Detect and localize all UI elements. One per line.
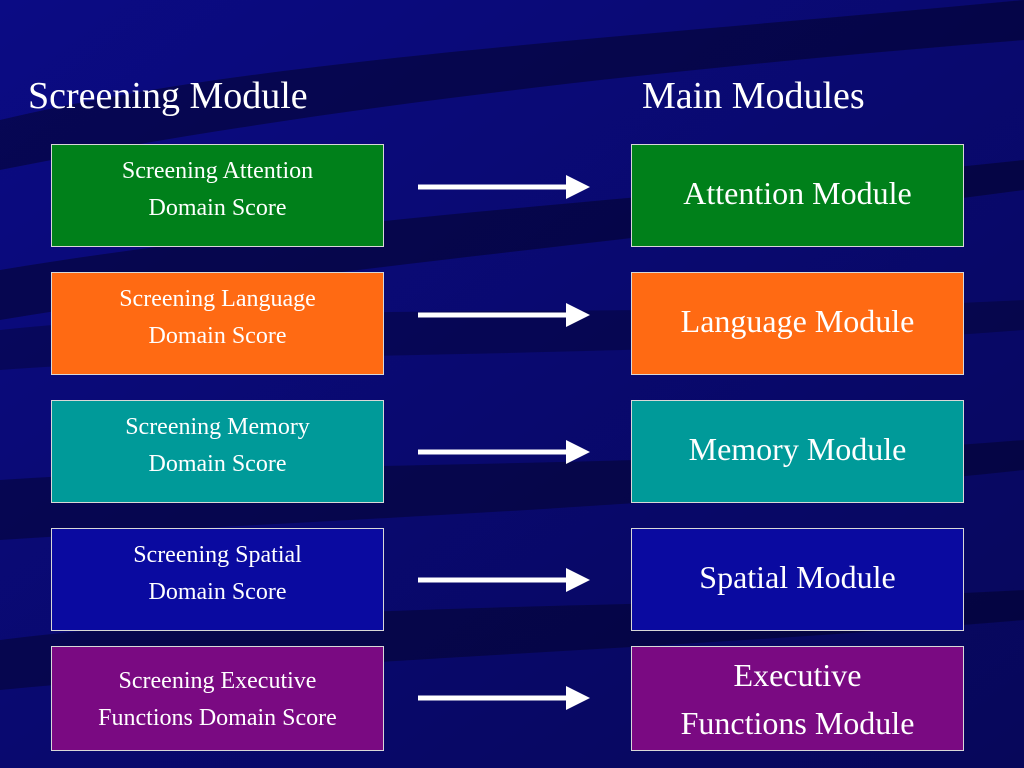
arrow-right-icon bbox=[418, 686, 590, 710]
screening-language-box: Screening Language Domain Score bbox=[51, 272, 384, 375]
arrow-right-icon bbox=[418, 303, 590, 327]
screening-memory-line-2: Domain Score bbox=[148, 451, 287, 477]
screening-language-line-2: Domain Score bbox=[148, 323, 287, 349]
executive-functions-line-1: Executive bbox=[733, 656, 862, 693]
memory-module-box: Memory Module bbox=[631, 400, 964, 503]
executive-functions-line-2: Functions Module bbox=[680, 704, 915, 741]
arrow-right-icon bbox=[418, 440, 590, 464]
screening-executive-line-2: Functions Domain Score bbox=[98, 705, 337, 731]
spatial-module-label: Spatial Module bbox=[699, 559, 896, 595]
screening-memory-box: Screening Memory Domain Score bbox=[51, 400, 384, 503]
screening-attention-line-1: Screening Attention bbox=[121, 158, 314, 184]
screening-module-heading: Screening Module bbox=[28, 75, 308, 117]
main-modules-heading: Main Modules bbox=[642, 75, 865, 117]
screening-attention-line-2: Domain Score bbox=[148, 195, 287, 221]
screening-memory-line-1: Screening Memory bbox=[125, 414, 310, 440]
screening-language-line-1: Screening Language bbox=[119, 286, 316, 312]
language-module-box: Language Module bbox=[631, 272, 964, 375]
screening-spatial-line-2: Domain Score bbox=[148, 579, 287, 605]
spatial-module-box: Spatial Module bbox=[631, 528, 964, 631]
screening-spatial-line-1: Screening Spatial bbox=[133, 542, 302, 568]
executive-functions-module-box: Executive Functions Module bbox=[631, 646, 964, 751]
attention-module-box: Attention Module bbox=[631, 144, 964, 247]
screening-executive-box: Screening Executive Functions Domain Sco… bbox=[51, 646, 384, 751]
screening-spatial-box: Screening Spatial Domain Score bbox=[51, 528, 384, 631]
memory-module-label: Memory Module bbox=[688, 431, 907, 467]
attention-module-label: Attention Module bbox=[683, 175, 912, 211]
screening-attention-box: Screening Attention Domain Score bbox=[51, 144, 384, 247]
arrow-right-icon bbox=[418, 568, 590, 592]
language-module-label: Language Module bbox=[680, 303, 915, 339]
arrow-right-icon bbox=[418, 175, 590, 199]
screening-executive-line-1: Screening Executive bbox=[118, 668, 317, 694]
